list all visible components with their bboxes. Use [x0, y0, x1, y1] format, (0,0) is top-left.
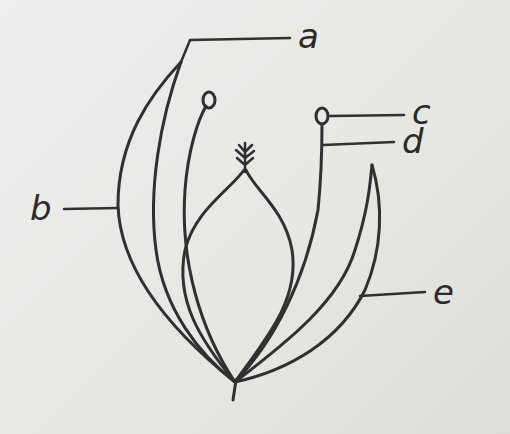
petal-outline — [154, 62, 235, 382]
stigma — [236, 143, 254, 172]
petal-outline — [235, 165, 372, 382]
part-label: a — [298, 19, 319, 53]
anther — [316, 108, 328, 124]
ovary — [235, 170, 293, 382]
leader-line — [323, 142, 394, 145]
leader-line — [64, 208, 118, 209]
stamen-filament — [235, 124, 322, 382]
leader-line — [360, 292, 425, 296]
part-label: b — [30, 191, 52, 225]
leader-line — [330, 115, 404, 116]
part-label: d — [402, 124, 424, 158]
stamen-filament — [184, 106, 235, 382]
leader-line — [181, 38, 290, 62]
petal-outline — [235, 165, 380, 382]
ovary — [183, 170, 244, 382]
anther — [203, 92, 215, 108]
part-label: e — [433, 275, 454, 309]
petal-outline — [118, 62, 235, 382]
